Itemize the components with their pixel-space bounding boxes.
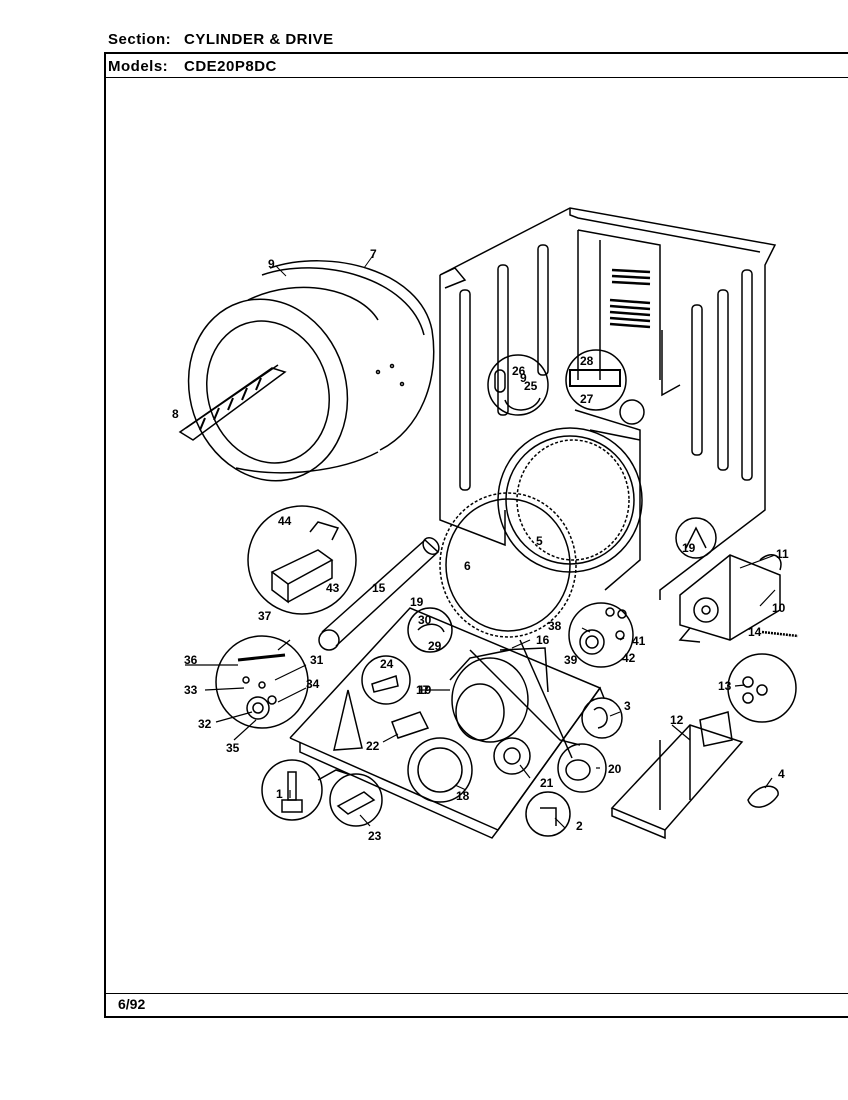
callout-label: 41: [632, 634, 646, 648]
callout-label: 1: [276, 787, 283, 801]
motor-mount: [610, 711, 779, 840]
callout-label: 34: [306, 677, 320, 691]
callout-label: 13: [718, 679, 732, 693]
models-label: Models:: [108, 58, 169, 75]
callout-label: 32: [198, 717, 212, 731]
callout-label: 17: [416, 683, 430, 697]
callout-label: 21: [540, 776, 554, 790]
callout-label: 37: [258, 609, 272, 623]
callout-label: 28: [580, 354, 594, 368]
base-assembly: [289, 607, 605, 839]
callout-label: 18: [456, 789, 470, 803]
callout-label: 27: [580, 392, 594, 406]
leader-lines: [185, 554, 776, 829]
detail-insets: [215, 349, 797, 837]
callout-label: 6: [464, 559, 471, 573]
callout-label: 16: [536, 633, 550, 647]
callout-label: 19: [418, 683, 432, 697]
header-divider: [104, 77, 848, 78]
callout-label: 11: [776, 547, 789, 561]
callout-label: 26: [512, 364, 526, 378]
callout-label: 7: [370, 247, 377, 261]
callout-label: 35: [226, 741, 240, 755]
callout-label: 5: [536, 534, 543, 548]
drive-motor: [678, 554, 799, 643]
callout-label: 38: [548, 619, 562, 633]
seal-rings: [439, 439, 630, 638]
revision-date: 6/92: [118, 996, 146, 1012]
exhaust-duct: [318, 537, 440, 651]
callout-label: 10: [772, 601, 786, 615]
callout-label: 15: [372, 581, 386, 595]
callout-label: 30: [418, 613, 432, 627]
callout-label: 8: [172, 407, 179, 421]
callout-label: 14: [748, 625, 762, 639]
callout-label: 29: [428, 639, 442, 653]
drum: [178, 253, 435, 482]
section-title: CYLINDER & DRIVE: [184, 31, 334, 48]
model-number: CDE20P8DC: [184, 58, 277, 75]
callout-label: 22: [366, 739, 380, 753]
callout-label: 33: [184, 683, 198, 697]
diagram-frame: [104, 52, 848, 1018]
cabinet: [439, 207, 777, 600]
callout-label: 36: [184, 653, 198, 667]
callout-label: 43: [326, 581, 340, 595]
callout-label: 24: [380, 657, 394, 671]
callout-label: 44: [278, 514, 292, 528]
callout-label: 39: [564, 653, 578, 667]
footer-divider: [104, 993, 848, 994]
callout-label: 19: [410, 595, 424, 609]
callout-label: 3: [624, 699, 631, 713]
callout-label: 4: [778, 767, 785, 781]
callout-label: 31: [310, 653, 324, 667]
callout-label: 20: [608, 762, 622, 776]
section-label: Section:: [108, 31, 172, 48]
callout-label: 2: [576, 819, 583, 833]
callout-label: 25: [524, 379, 538, 393]
callout-label: 12: [670, 713, 684, 727]
callout-label: 9: [520, 371, 527, 385]
callout-label: 23: [368, 829, 382, 843]
callout-labels: 1234567891011121314151617181920212223242…: [172, 247, 789, 843]
callout-label: 19: [682, 541, 696, 555]
callout-label: 42: [622, 651, 636, 665]
callout-label: 9: [268, 257, 275, 271]
